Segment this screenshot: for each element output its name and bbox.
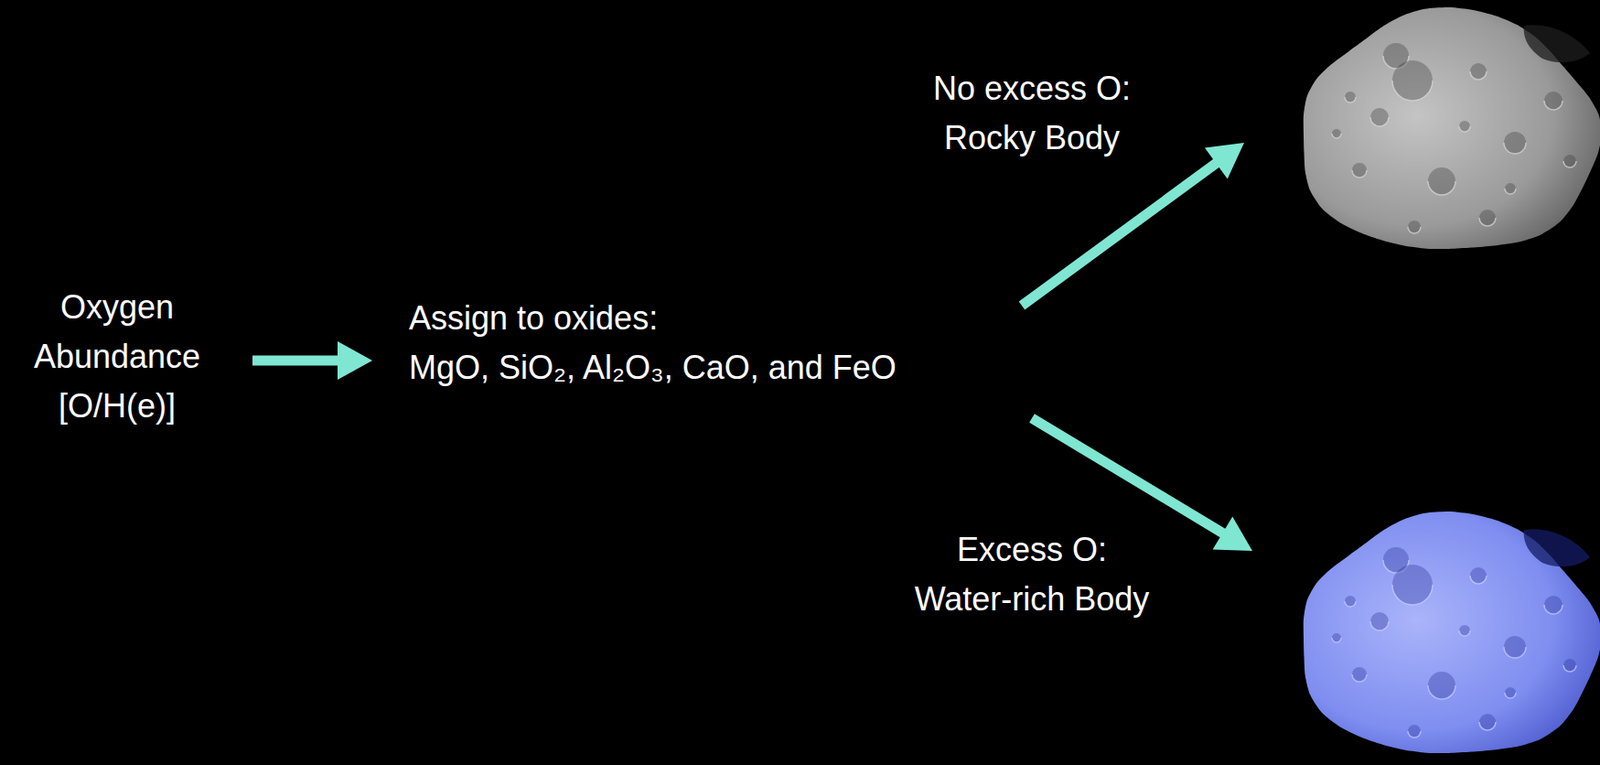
label-text: MgO, SiO₂, Al₂O₃, CaO, and FeO	[408, 343, 897, 393]
crater-rim	[1344, 96, 1356, 103]
crater	[1470, 567, 1487, 584]
label-text: Excess O: Water-rich Body	[908, 525, 1156, 624]
crater	[1504, 182, 1516, 194]
node-label: No excess O: Rocky Body	[908, 64, 1156, 163]
crater	[1563, 154, 1577, 168]
crater-rim	[1504, 692, 1516, 698]
crater-rim	[1459, 126, 1471, 132]
crater	[1459, 120, 1471, 132]
arrow-shaft	[1031, 418, 1225, 534]
asteroid-illustration	[1295, 509, 1600, 764]
crater-rim	[1392, 80, 1433, 101]
crater-rim	[1563, 161, 1577, 168]
arrow-connector	[252, 341, 373, 380]
node-label: Assign to oxides:MgO, SiO₂, Al₂O₃, CaO, …	[408, 293, 897, 393]
crater-rim	[1479, 217, 1496, 226]
craters	[1331, 42, 1577, 234]
crater	[1504, 687, 1516, 698]
crater-rim	[1544, 604, 1563, 614]
crater	[1428, 671, 1456, 699]
crater	[1352, 666, 1367, 682]
crater-rim	[1428, 685, 1456, 699]
crater	[1407, 724, 1421, 738]
crater	[1470, 63, 1487, 80]
arrow-shaft	[1021, 161, 1218, 306]
crater-rim	[1370, 117, 1389, 127]
crater-rim	[1470, 575, 1487, 584]
arrow-head	[337, 341, 373, 380]
crater	[1344, 595, 1356, 607]
crater	[1331, 633, 1342, 643]
node-label: Oxygen Abundance [O/H(e)]	[25, 282, 209, 431]
crater	[1370, 612, 1389, 631]
crater-rim	[1503, 142, 1526, 154]
crater-rim	[1470, 71, 1487, 80]
crater-rim	[1370, 621, 1389, 631]
crater-rim	[1459, 630, 1471, 636]
crater-rim	[1563, 665, 1577, 672]
heading-text: Assign to oxides:	[408, 293, 897, 344]
crater-rim	[1504, 188, 1516, 194]
asteroid-illustration	[1295, 5, 1600, 260]
label-text: No excess O: Rocky Body	[908, 64, 1156, 163]
arrow-connector	[1021, 142, 1245, 306]
crater-rim	[1503, 646, 1526, 658]
crater-rim	[1479, 721, 1496, 731]
craters	[1331, 547, 1577, 738]
asteroid-node: Excess O: Water-rich Body	[878, 493, 1600, 765]
crater	[1392, 60, 1433, 101]
crater	[1331, 128, 1342, 139]
crater	[1544, 595, 1563, 614]
crater-rim	[1392, 584, 1433, 605]
crater-rim	[1331, 133, 1342, 139]
crater-rim	[1544, 100, 1563, 110]
asteroid-node: No excess O: Rocky Body	[878, 0, 1600, 275]
text-node: Assign to oxides:MgO, SiO₂, Al₂O₃, CaO, …	[408, 293, 897, 393]
crater	[1370, 107, 1389, 127]
crater-rim	[1428, 181, 1456, 195]
node-label: Excess O: Water-rich Body	[908, 525, 1156, 624]
text-node: Oxygen Abundance [O/H(e)]	[25, 282, 209, 431]
crater	[1352, 162, 1367, 178]
crater	[1479, 713, 1496, 731]
crater-rim	[1352, 170, 1367, 178]
crater	[1392, 564, 1433, 605]
crater	[1459, 624, 1471, 636]
crater	[1544, 91, 1563, 110]
crater-rim	[1331, 637, 1342, 643]
arrow-head	[1213, 515, 1253, 551]
arrow-head	[1204, 142, 1245, 179]
shadow-patch	[1524, 528, 1590, 567]
asteroid-body	[1303, 511, 1600, 753]
crater-rim	[1352, 674, 1367, 682]
crater	[1503, 131, 1526, 154]
crater	[1344, 91, 1356, 103]
crater	[1503, 635, 1526, 658]
label-text: Oxygen Abundance [O/H(e)]	[25, 282, 209, 431]
arrow-shaft	[252, 355, 340, 366]
crater	[1479, 209, 1496, 226]
crater	[1563, 658, 1577, 672]
crater-rim	[1344, 601, 1356, 607]
asteroid-body	[1303, 7, 1600, 249]
crater	[1407, 220, 1421, 234]
shadow-patch	[1524, 24, 1590, 63]
crater-rim	[1407, 226, 1421, 234]
crater	[1428, 167, 1456, 195]
crater-rim	[1407, 730, 1421, 738]
